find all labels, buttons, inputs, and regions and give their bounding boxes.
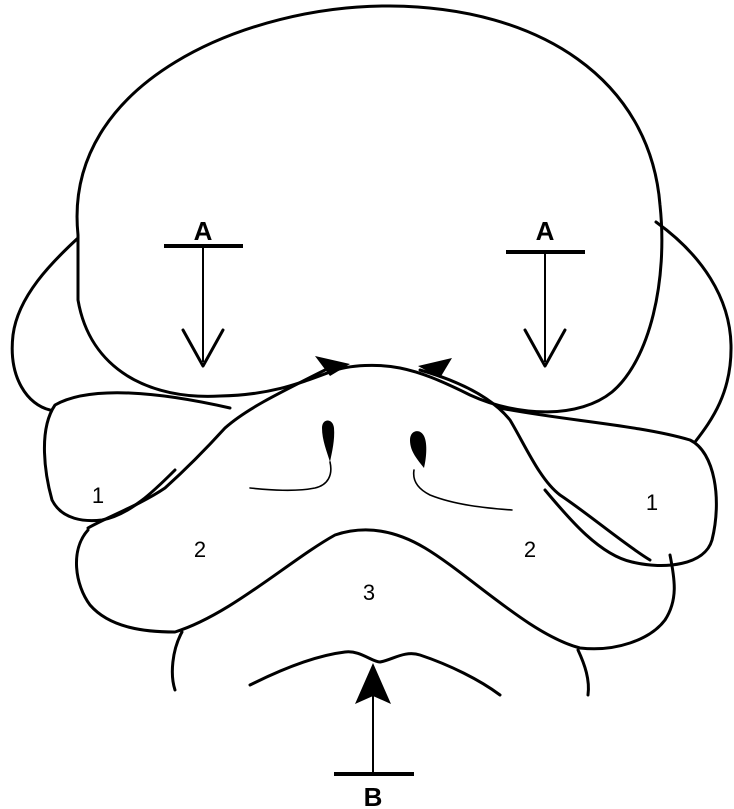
right-lateral-bulge — [656, 222, 731, 442]
region-3-label: 3 — [363, 580, 375, 605]
region-2-arch — [76, 530, 674, 649]
region-3-arch — [172, 632, 182, 690]
arrow-a-right-label: A — [536, 216, 555, 246]
right-nasal-groove — [414, 470, 512, 510]
left-lateral-bulge — [12, 238, 78, 410]
left-nostril — [322, 421, 334, 463]
right-nostril — [410, 431, 426, 468]
left-nasal-groove — [250, 462, 331, 490]
region-1-left — [44, 393, 230, 521]
region-1-left-label: 1 — [92, 483, 104, 508]
region-3-arch-right — [578, 650, 588, 695]
region-1-right-label: 1 — [646, 490, 658, 515]
region-2-right-label: 2 — [524, 537, 536, 562]
region-2-left-label: 2 — [194, 537, 206, 562]
arrow-a-left-label: A — [194, 216, 213, 246]
nasal-area-right — [420, 370, 650, 560]
arrow-b-label: B — [364, 782, 383, 809]
head-dome — [77, 6, 662, 412]
